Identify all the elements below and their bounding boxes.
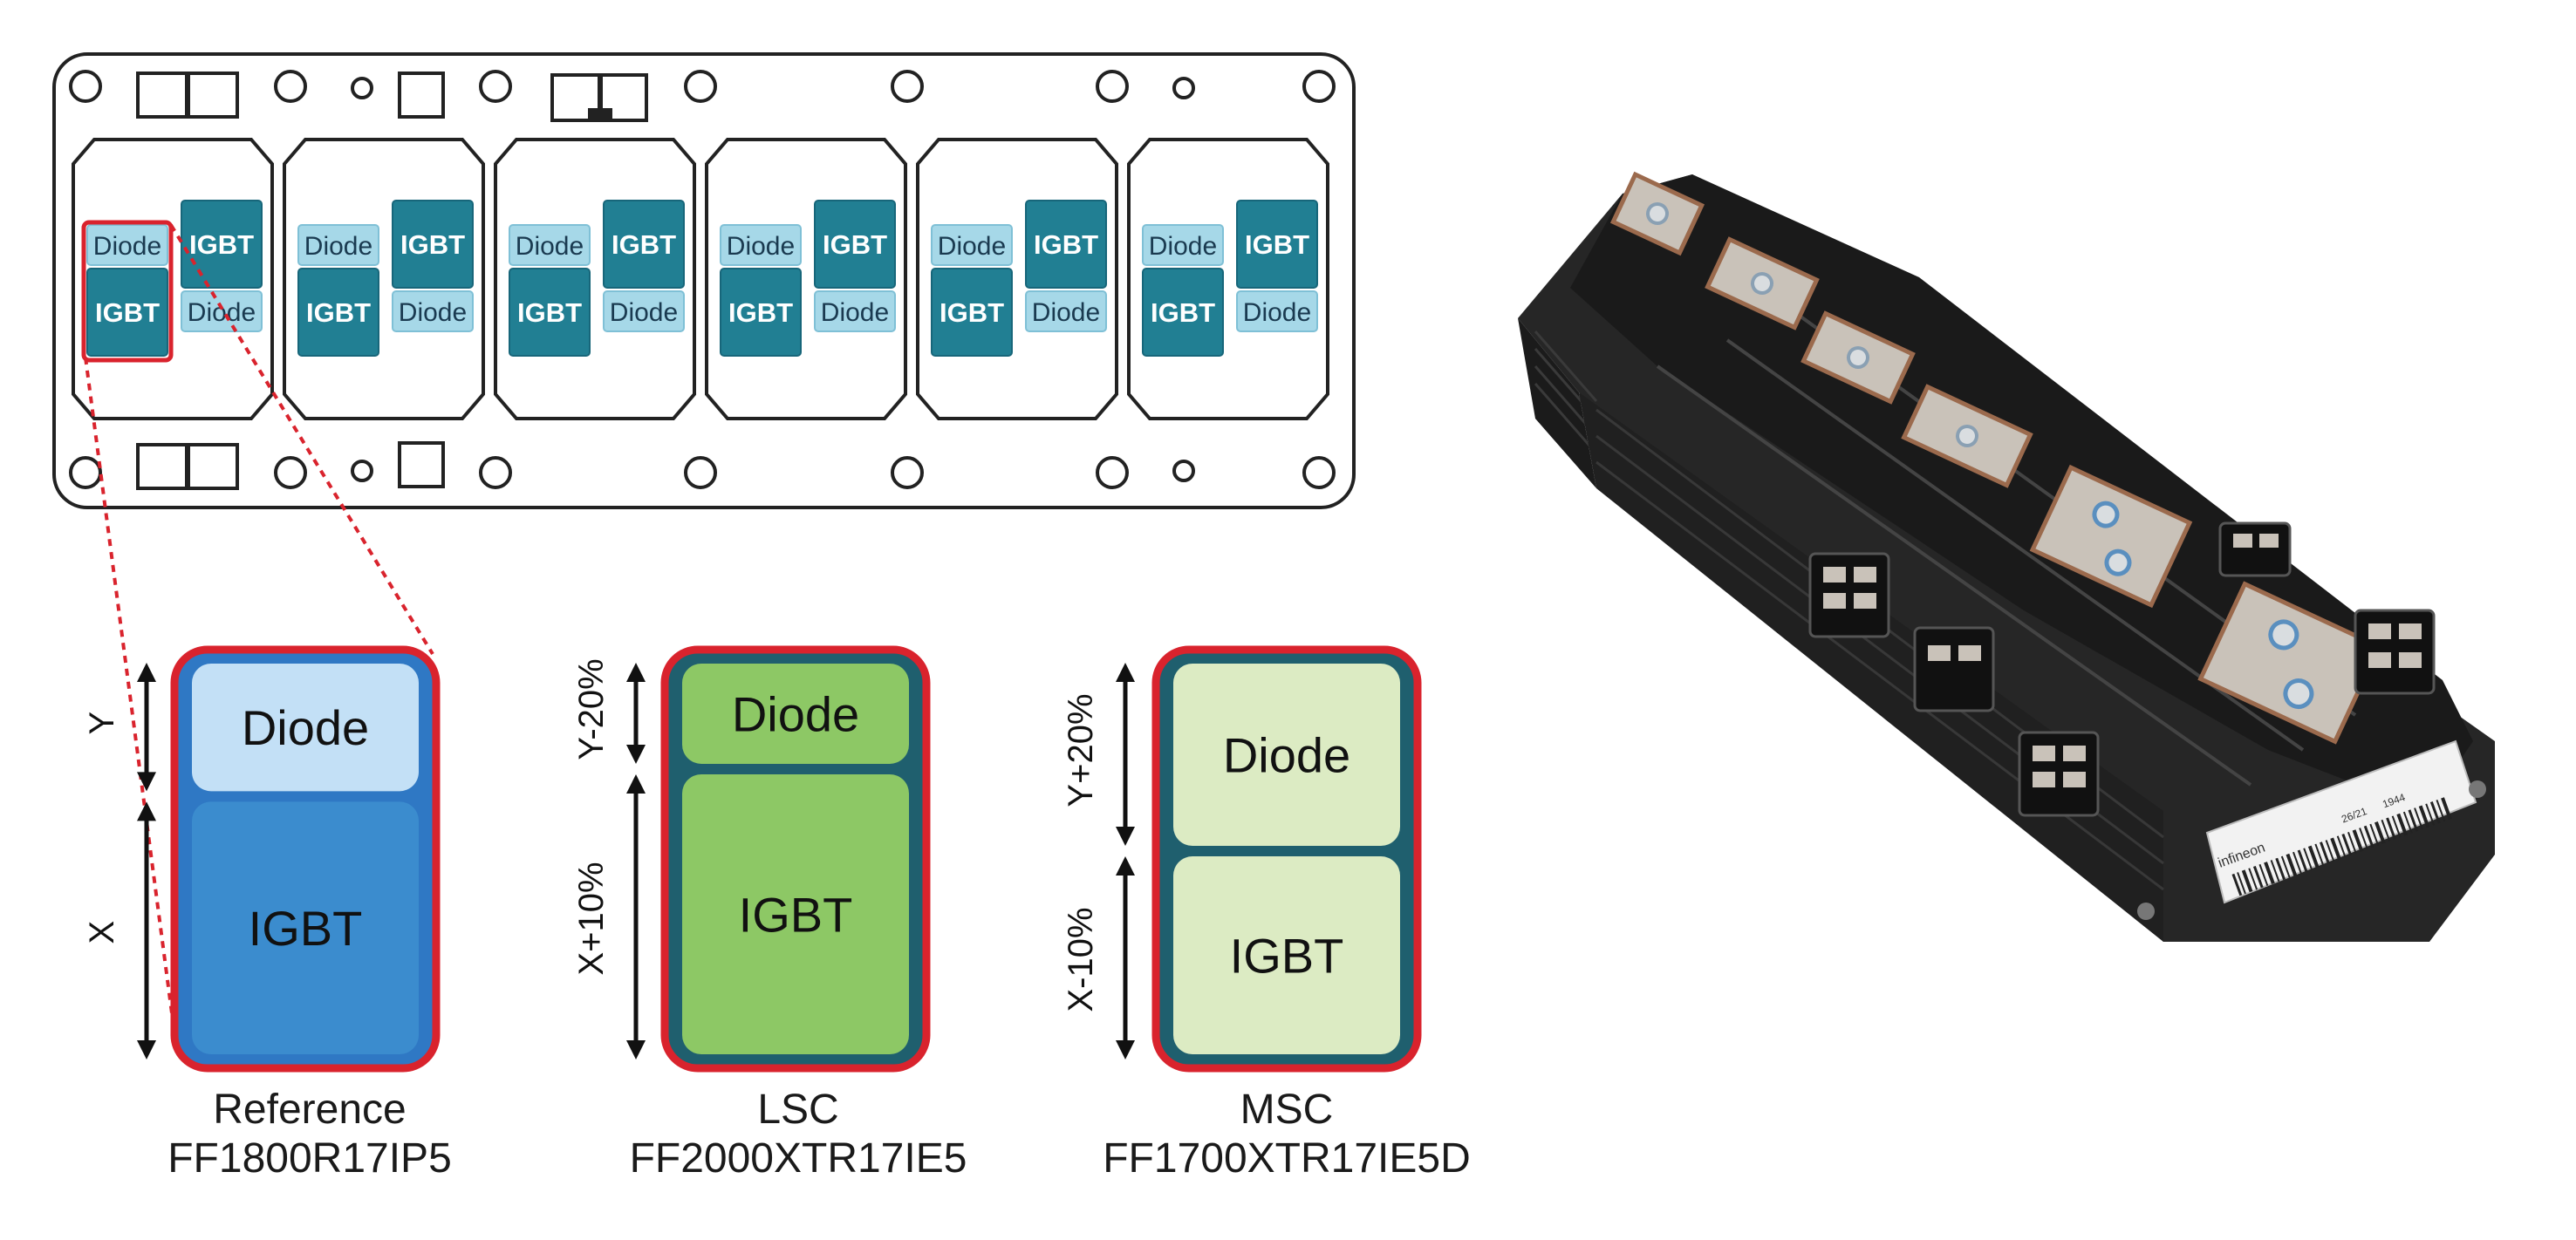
igbt-chip xyxy=(86,268,168,357)
diode-area xyxy=(192,664,419,792)
igbt-label: IGBT xyxy=(728,297,793,328)
variant-name: LSC xyxy=(757,1087,839,1133)
diode-label: Diode xyxy=(610,298,678,327)
diode-label: Diode xyxy=(1032,298,1100,327)
igbt-chip xyxy=(931,268,1013,357)
bottom-dimension-label: X+10% xyxy=(572,862,611,975)
diode-area xyxy=(1173,664,1400,847)
variant-caption-reference: Reference FF1800R17IP5 xyxy=(122,1086,497,1183)
igbt-chip xyxy=(1142,268,1224,357)
diode-label: Diode xyxy=(938,232,1006,261)
highlight-box xyxy=(81,220,174,363)
diode-chip xyxy=(509,224,591,266)
igbt-chip xyxy=(509,268,591,357)
igbt-label: IGBT xyxy=(612,229,676,260)
variant-caption-msc: MSC FF1700XTR17IE5D xyxy=(1073,1086,1500,1183)
zoom-lines xyxy=(84,223,434,1047)
diode-label: Diode xyxy=(1223,728,1350,783)
diode-label: Diode xyxy=(516,232,584,261)
diode-chip xyxy=(603,290,685,332)
diode-chip xyxy=(720,224,802,266)
diode-chip xyxy=(1142,224,1224,266)
igbt-chip xyxy=(814,200,896,289)
diode-label: Diode xyxy=(93,232,161,261)
variant-part-number: FF1700XTR17IE5D xyxy=(1103,1135,1471,1182)
igbt-chip xyxy=(181,200,263,289)
igbt-label: IGBT xyxy=(823,229,887,260)
diode-label: Diode xyxy=(821,298,889,327)
igbt-label: IGBT xyxy=(940,297,1004,328)
diode-label: Diode xyxy=(732,686,859,741)
diode-chip xyxy=(931,224,1013,266)
diode-label: Diode xyxy=(727,232,795,261)
bottom-dimension-label: X-10% xyxy=(1062,907,1100,1012)
diode-chip xyxy=(1025,290,1107,332)
module-cells: DiodeIGBTIGBTDiodeDiodeIGBTIGBTDiodeDiod… xyxy=(72,138,1329,420)
diode-chip xyxy=(392,290,474,332)
diode-chip xyxy=(1236,290,1318,332)
igbt-label: IGBT xyxy=(306,297,371,328)
product-label: infineon 26/21 1944 xyxy=(2205,739,2477,904)
diode-label: Diode xyxy=(399,298,467,327)
igbt-chip xyxy=(603,200,685,289)
igbt-label: IGBT xyxy=(1230,929,1344,984)
igbt-area xyxy=(192,801,419,1054)
diode-label: Diode xyxy=(1149,232,1217,261)
diode-area xyxy=(682,664,909,764)
diode-chip xyxy=(297,224,379,266)
diode-label: Diode xyxy=(188,298,256,327)
igbt-label: IGBT xyxy=(1151,297,1215,328)
diode-chip xyxy=(86,224,168,266)
module-photo: infineon 26/21 1944 xyxy=(1518,171,2495,942)
variant-part-number: FF2000XTR17IE5 xyxy=(629,1135,967,1182)
igbt-chip xyxy=(297,268,379,357)
igbt-area xyxy=(1173,856,1400,1054)
igbt-label: IGBT xyxy=(400,229,465,260)
igbt-label: IGBT xyxy=(517,297,582,328)
top-dimension-label: Y xyxy=(83,712,121,735)
igbt-chip xyxy=(392,200,474,289)
variant-part-number: FF1800R17IP5 xyxy=(167,1135,452,1182)
diode-label: Diode xyxy=(242,700,369,755)
igbt-label: IGBT xyxy=(249,901,363,956)
top-dimension-label: Y-20% xyxy=(572,658,611,760)
diode-chip xyxy=(814,290,896,332)
igbt-area xyxy=(682,773,909,1054)
variant-name: Reference xyxy=(213,1087,407,1133)
variant-name: MSC xyxy=(1240,1087,1334,1133)
igbt-label: IGBT xyxy=(189,229,254,260)
igbt-label: IGBT xyxy=(1034,229,1098,260)
variant-caption-lsc: LSC FF2000XTR17IE5 xyxy=(593,1086,1003,1183)
igbt-label: IGBT xyxy=(739,887,853,942)
igbt-chip xyxy=(1025,200,1107,289)
igbt-label: IGBT xyxy=(95,297,160,328)
diode-label: Diode xyxy=(1243,298,1311,327)
igbt-chip xyxy=(1236,200,1318,289)
power-terminals xyxy=(1609,171,2382,745)
diode-chip xyxy=(181,290,263,332)
top-dimension-label: Y+20% xyxy=(1062,693,1100,807)
bottom-dimension-label: X xyxy=(83,921,121,944)
igbt-label: IGBT xyxy=(1245,229,1309,260)
diode-label: Diode xyxy=(304,232,372,261)
igbt-chip xyxy=(720,268,802,357)
